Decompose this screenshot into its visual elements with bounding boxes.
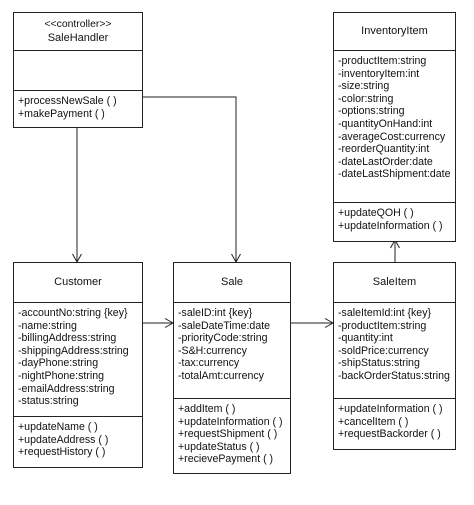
class-sale: Sale-saleID:int {key}-saleDateTime:date-… [173,262,291,474]
class-salehandler: <<controller>>SaleHandler +processNewSale… [13,12,143,128]
class-header: Customer [14,263,142,303]
attribute: -backOrderStatus:string [338,369,450,382]
class-header: InventoryItem [334,13,455,51]
class-operations: +processNewSale ( )+makePayment ( ) [14,91,142,127]
attribute: -dateLastShipment:date [338,168,451,181]
operation: +addItem ( ) [178,403,236,415]
attribute: -reorderQuantity:int [338,143,430,156]
attribute: -saleItemId:int {key} [338,307,432,319]
connector-sale-to-saleitem [291,318,335,328]
attribute: -status:string [18,395,79,408]
attribute: -accountNo:string {key} [18,307,128,319]
class-operations: +updateQOH ( )+updateInformation ( ) [334,203,455,241]
attribute: -billingAddress:string [18,332,117,345]
connector-customer-to-sale [143,318,175,328]
attribute: -name:string [18,319,77,332]
class-header: <<controller>>SaleHandler [14,13,142,51]
class-attributes: -saleID:int {key}-saleDateTime:date-prio… [174,303,290,399]
attribute: -soldPrice:currency [338,344,429,357]
operation: +requestBackorder ( ) [338,428,441,441]
class-saleitem: SaleItem -saleItemId:int {key}-productIte… [333,262,456,450]
attribute: -quantity:int [338,332,393,345]
class-name: Sale [220,276,244,289]
operation: +recievePayment ( ) [178,453,274,466]
operation: +requestShipment ( ) [178,428,278,441]
class-attributes [14,51,142,91]
attribute: -S&H:currency [178,344,247,357]
attribute: -tax:currency [178,357,240,370]
class-operations: +addItem ( )+updateInformation ( )+reque… [174,399,290,473]
class-operations: +updateName ( )+updateAddress ( )+reques… [14,417,142,467]
class-header: SaleItem [334,263,455,303]
attribute: -dayPhone:string [18,357,99,370]
operation: +updateStatus ( ) [178,440,260,453]
operation: +requestHistory ( ) [18,446,106,459]
attribute: -quantityOnHand:int [338,117,433,130]
attribute: -options:string [338,105,405,118]
class-name: Customer [54,276,102,289]
operation: +updateInformation ( ) [338,219,443,232]
attribute: -shipStatus:string [338,357,420,370]
connector-saleitem-to-inventoryitem [390,238,400,262]
attribute: -productItem:string [338,319,427,332]
operation: +cancelItem ( ) [338,415,409,428]
class-header: Sale [174,263,290,303]
attribute: -saleDateTime:date [178,319,271,332]
class-attributes: -productItem:string-inventoryItem:int-si… [334,51,455,203]
attribute: -inventoryItem:int [338,67,420,80]
operation: +updateName ( ) [18,421,98,433]
class-attributes: -saleItemId:int {key}-productItem:string… [334,303,455,399]
attribute: -dateLastOrder:date [338,155,433,168]
attribute: -averageCost:currency [338,130,446,143]
class-name: SaleHandler [47,31,109,44]
attribute: -emailAddress:string [18,382,115,395]
class-attributes: -accountNo:string {key}-name:string-bill… [14,303,142,417]
operation: +updateInformation ( ) [338,403,443,415]
attribute: -shippingAddress:string [18,344,129,357]
attribute: -productItem:string [338,55,427,67]
attribute: -nightPhone:string [18,369,104,382]
connector-salehandler-to-customer [72,126,82,264]
class-inventoryitem: InventoryItem -productItem:string-invento… [333,12,456,242]
operation: +processNewSale ( ) [18,95,117,107]
class-stereotype: <<controller>> [44,18,112,30]
attribute: -saleID:int {key} [178,307,253,319]
operation: +updateQOH ( ) [338,207,414,219]
class-name: InventoryItem [361,25,428,38]
connector-salehandler-to-sale [143,96,241,264]
class-customer: Customer -accountNo:string {key}-name:str… [13,262,143,468]
operation: +updateInformation ( ) [178,415,283,428]
class-operations: +updateInformation ( )+cancelItem ( )+re… [334,399,455,449]
attribute: -priorityCode:string [178,332,268,345]
class-name: SaleItem [372,276,417,289]
connector-line [143,96,237,262]
attribute: -color:string [338,92,394,105]
attribute: -totalAmt:currency [178,369,264,382]
attribute: -size:string [338,80,390,93]
operation: +updateAddress ( ) [18,433,109,446]
operation: +makePayment ( ) [18,107,105,120]
